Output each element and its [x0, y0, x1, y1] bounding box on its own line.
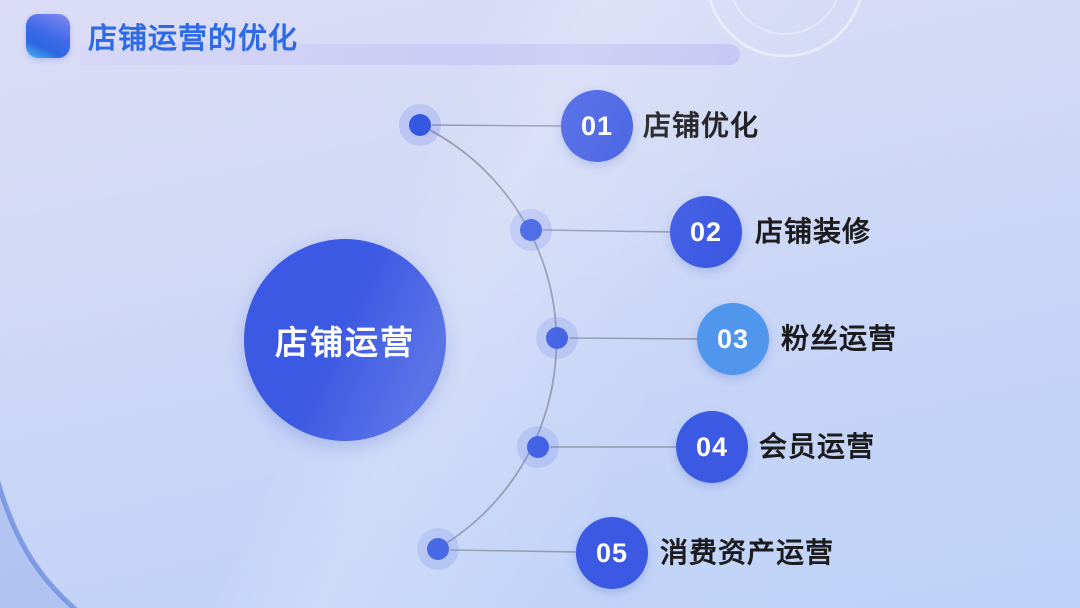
slide-header: 店铺运营的优化	[26, 14, 298, 58]
page-title: 店铺运营的优化	[88, 23, 299, 55]
item-label-01: 店铺优化	[643, 110, 760, 141]
wave-decoration-line	[0, 480, 78, 608]
center-topic-circle[interactable]: 店铺运营	[244, 239, 446, 441]
item-number-badge-01[interactable]: 01	[561, 90, 633, 162]
center-topic-label: 店铺运营	[275, 324, 415, 361]
item-label-04: 会员运营	[759, 431, 876, 462]
wave-decoration-fill	[0, 488, 74, 608]
item-label-02: 店铺装修	[755, 216, 872, 247]
lavender-band-decoration	[80, 44, 740, 65]
item-number: 04	[695, 431, 729, 462]
item-number-badge-04[interactable]: 04	[676, 411, 748, 483]
item-label-05: 消费资产运营	[660, 537, 835, 568]
title-marker-icon	[26, 14, 70, 58]
item-number: 02	[689, 216, 723, 247]
ring-decoration-inner	[732, 0, 838, 35]
item-number-badge-05[interactable]: 05	[576, 517, 648, 589]
ring-decoration-outer	[708, 0, 862, 58]
item-number: 03	[716, 323, 750, 354]
item-number: 05	[595, 537, 629, 568]
item-number: 01	[580, 110, 614, 141]
item-label-03: 粉丝运营	[781, 323, 898, 354]
item-number-badge-02[interactable]: 02	[670, 196, 742, 268]
item-number-badge-03[interactable]: 03	[697, 303, 769, 375]
